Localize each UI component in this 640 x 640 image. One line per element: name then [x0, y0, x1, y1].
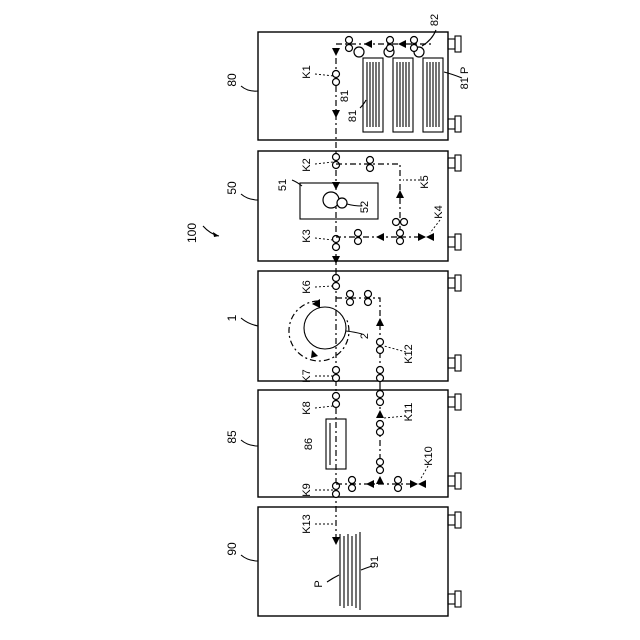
unit-50-arrow-down-1 — [332, 182, 340, 190]
path-label-K1: K1 — [301, 65, 313, 78]
ref-P-leader — [327, 575, 339, 582]
path-label-K10: K10 — [423, 446, 435, 466]
unit-1-leader — [241, 318, 258, 326]
unit-50-internals: 51 52 K2 K3 K4 K5 — [277, 154, 445, 265]
K4-leader — [430, 220, 440, 233]
K3-leader — [315, 238, 333, 240]
feed-arrow-corner — [332, 48, 340, 56]
roller-52b — [337, 198, 347, 208]
bypass-arrow-left — [376, 233, 384, 241]
unit-50-arrow-down-2 — [332, 256, 340, 264]
bypass-valve — [418, 233, 434, 241]
unit-50-label: 50 — [225, 181, 239, 195]
foot-1-bottom — [448, 355, 461, 371]
foot-50-top — [448, 155, 461, 171]
bypass-arrow-up — [396, 190, 404, 198]
paper-tray-81-right — [423, 58, 443, 132]
unit-50-box — [258, 151, 448, 261]
unit-90-label: 90 — [225, 542, 239, 556]
unit-50-leader — [241, 194, 258, 200]
path-label-K8: K8 — [301, 401, 313, 414]
feed-arrow-2 — [398, 40, 406, 48]
K10-leader — [420, 466, 428, 480]
main-path-end-arrow — [332, 537, 340, 545]
roller-52 — [323, 192, 339, 208]
unit-1-internals: 2 K6 K7 K12 — [289, 275, 415, 385]
ref-81a: 81 — [339, 90, 351, 102]
K1-leader — [315, 74, 334, 76]
path-label-K2: K2 — [301, 158, 313, 171]
K2-leader — [315, 162, 333, 164]
ref-51: 51 — [277, 179, 289, 191]
ref-86: 86 — [303, 438, 315, 450]
path-label-K13: K13 — [301, 514, 313, 534]
unit-85-internals: 86 K8 K9 K11 K10 — [301, 384, 435, 498]
unit-1-label: 1 — [225, 314, 239, 321]
unit-85-leader — [241, 440, 258, 446]
ref-2-leader — [346, 331, 362, 334]
system-label: 100 — [185, 223, 199, 243]
path-label-K4: K4 — [433, 205, 445, 218]
foot-85-top — [448, 394, 461, 410]
foot-80-bottom — [448, 116, 461, 132]
drum-2 — [304, 307, 346, 349]
output-stack-91 — [340, 532, 360, 610]
ref-81b: 81 — [347, 110, 359, 122]
K8-leader — [315, 406, 333, 408]
paper-tray-81-left — [363, 58, 383, 132]
paper-tray-81-middle — [393, 58, 413, 132]
path-label-K3: K3 — [301, 229, 313, 242]
K6-leader — [315, 286, 333, 287]
feed-arrow-1 — [364, 40, 372, 48]
ref-52: 52 — [359, 201, 371, 213]
foot-90-bottom — [448, 591, 461, 607]
path-label-K5: K5 — [419, 175, 431, 188]
ref-P: P — [313, 580, 325, 587]
foot-80-top — [448, 36, 461, 52]
path-label-K11: K11 — [403, 403, 415, 422]
return-85-valve — [410, 480, 426, 488]
drum-rotation-arrow — [289, 301, 349, 361]
unit-90-box — [258, 507, 448, 616]
ref-82: 82 — [429, 14, 441, 26]
feet — [448, 36, 461, 607]
path-label-K9: K9 — [301, 483, 313, 496]
return-path-arrow-up — [376, 318, 384, 326]
unit-80-leader — [241, 86, 258, 91]
return-path-K12 — [336, 298, 380, 384]
foot-50-bottom — [448, 234, 461, 250]
foot-1-top — [448, 275, 461, 291]
unit-90-internals: 91 P K13 — [301, 514, 381, 610]
system-label-group: 100 — [185, 223, 219, 243]
unit-85-label: 85 — [225, 430, 239, 444]
return-85-arrow-corner — [376, 476, 384, 484]
feed-arrow-down — [332, 110, 340, 118]
path-label-K6: K6 — [301, 280, 313, 293]
return-85-arrow-left — [366, 480, 374, 488]
drum-lower-arrowhead — [311, 350, 318, 358]
unit-1-box — [258, 271, 448, 381]
unit-90-leader — [241, 555, 258, 561]
drum-rotation-arrowhead — [312, 299, 320, 308]
return-path-85-rollers — [349, 391, 402, 492]
path-label-K12: K12 — [403, 344, 415, 364]
foot-85-bottom — [448, 473, 461, 489]
pickup-roller-1 — [354, 47, 364, 57]
foot-90-top — [448, 512, 461, 528]
path-label-K7: K7 — [301, 369, 313, 382]
return-85-arrow-up — [376, 410, 384, 418]
unit-80-label: 80 — [225, 73, 239, 87]
